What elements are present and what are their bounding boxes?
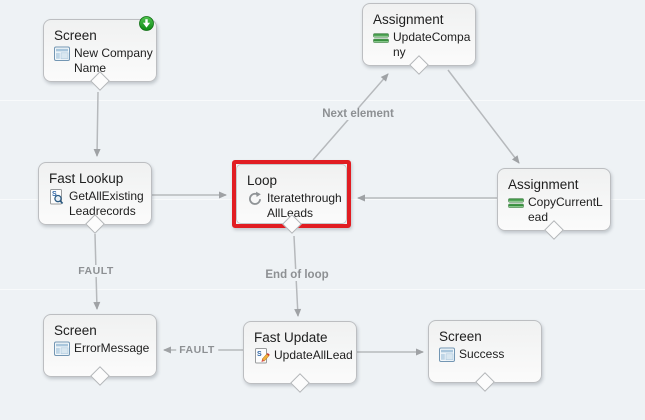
screen-icon bbox=[439, 347, 455, 363]
flow-node-fast-lookup-getallexistingleadrecords[interactable]: Fast Lookup S GetAllExistingLeadrecords bbox=[38, 162, 152, 234]
node-type-label: Assignment bbox=[373, 12, 444, 27]
start-element-badge bbox=[139, 16, 154, 31]
canvas-gridline bbox=[0, 289, 645, 290]
flow-node-screen-success[interactable]: Screen Success bbox=[428, 320, 542, 392]
flow-node-screen-errormessage[interactable]: Screen ErrorMessage bbox=[43, 314, 157, 386]
flow-node-fast-update-updatealllead[interactable]: Fast Update S UpdateAllLead bbox=[243, 321, 357, 393]
node-name-label: GetAllExistingLeadrecords bbox=[69, 189, 144, 218]
node-type-label: Screen bbox=[54, 28, 97, 43]
node-name-label: ErrorMessage bbox=[74, 341, 150, 355]
node-name-label: UpdateAllLead bbox=[274, 348, 353, 362]
connector-label-end-of-loop: End of loop bbox=[262, 269, 332, 281]
canvas-gridline bbox=[0, 100, 645, 101]
node-name-label: IteratethroughAllLeads bbox=[267, 191, 342, 220]
node-name-label: UpdateCompany bbox=[393, 30, 471, 59]
node-type-label: Fast Lookup bbox=[49, 171, 124, 186]
connector-label-fault: FAULT bbox=[75, 265, 117, 277]
node-name-label: CopyCurrentLead bbox=[528, 195, 603, 224]
svg-text:S: S bbox=[52, 191, 57, 198]
assignment-icon bbox=[508, 195, 524, 211]
fast-lookup-icon: S bbox=[49, 189, 65, 205]
flow-node-assignment-updatecompany[interactable]: Assignment UpdateCompany bbox=[362, 3, 476, 75]
flow-node-assignment-copycurrentlead[interactable]: Assignment CopyCurrentLead bbox=[497, 168, 611, 240]
flow-node-loop-iteratethroughallleads[interactable]: Loop IteratethroughAllLeads bbox=[236, 164, 347, 224]
connector-label-next-element: Next element bbox=[319, 108, 397, 120]
node-name-label: New Company Name bbox=[74, 46, 153, 75]
node-type-label: Assignment bbox=[508, 177, 579, 192]
assignment-icon bbox=[373, 30, 389, 46]
node-type-label: Loop bbox=[247, 173, 278, 188]
fast-update-icon: S bbox=[254, 348, 270, 364]
screen-icon bbox=[54, 341, 70, 357]
screen-icon bbox=[54, 46, 70, 62]
loop-icon bbox=[247, 191, 263, 207]
node-type-label: Fast Update bbox=[254, 330, 328, 345]
selected-element-highlight: Loop IteratethroughAllLeads bbox=[232, 160, 351, 234]
node-name-label: Success bbox=[459, 347, 505, 361]
node-type-label: Screen bbox=[439, 329, 482, 344]
connector-label-fault: FAULT bbox=[176, 344, 218, 356]
svg-text:S: S bbox=[257, 351, 262, 358]
flow-node-screen-new-company-name[interactable]: Screen New Company Name bbox=[43, 16, 157, 91]
node-type-label: Screen bbox=[54, 323, 97, 338]
